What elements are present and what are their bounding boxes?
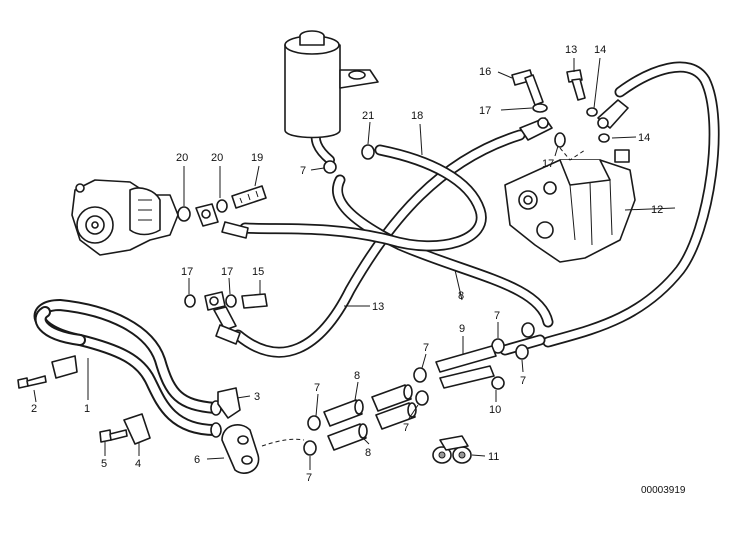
hose-13 [232, 129, 526, 358]
callout-7-reservoir: 7 [300, 165, 306, 177]
callout-12: 12 [651, 204, 663, 216]
callout-15: 15 [252, 266, 264, 278]
callout-labels: 1 2 3 4 5 6 7 7 7 7 7 7 7 7 8 8 8 9 10 1… [31, 44, 663, 484]
document-number: 00003919 [641, 485, 686, 496]
callout-7-lower-left-bottom: 7 [306, 472, 312, 484]
callout-17-pump-right: 17 [221, 266, 233, 278]
callout-17-pump-left: 17 [181, 266, 193, 278]
callout-17-gear: 17 [542, 158, 554, 170]
callout-3: 3 [254, 391, 260, 403]
clamp-11 [432, 435, 472, 464]
callout-7-middle-top: 7 [423, 342, 429, 354]
callout-7-middle-bottom: 7 [403, 422, 409, 434]
callout-19: 19 [251, 152, 263, 164]
brackets [17, 355, 241, 445]
callout-5: 5 [101, 458, 107, 470]
callout-13-top: 13 [565, 44, 577, 56]
callout-6: 6 [194, 454, 200, 466]
reservoir [284, 30, 379, 139]
callout-13-hose: 13 [372, 301, 384, 313]
connector-6 [221, 424, 260, 474]
callout-2: 2 [31, 403, 37, 415]
power-steering-pump [71, 179, 179, 256]
callout-8-bottom: 8 [365, 447, 371, 459]
callout-10: 10 [489, 404, 501, 416]
hoses [232, 61, 720, 358]
callout-14-top: 14 [594, 44, 606, 56]
fittings-top-right [511, 69, 629, 148]
callout-18: 18 [411, 110, 423, 122]
callout-4: 4 [135, 458, 141, 470]
cooler-pipe-1 [33, 299, 222, 438]
callout-20-left: 20 [176, 152, 188, 164]
hose-pieces-9 [435, 345, 497, 389]
callout-14-right: 14 [638, 132, 650, 144]
hose-18 [239, 144, 487, 252]
callout-7-right-top: 7 [494, 310, 500, 322]
callout-1: 1 [84, 403, 90, 415]
callout-7-right-bottom: 7 [520, 375, 526, 387]
callout-9: 9 [459, 323, 465, 335]
callout-11: 11 [488, 451, 499, 463]
hose-pieces-8 [323, 384, 417, 451]
callout-21: 21 [362, 110, 374, 122]
hose-clamps [303, 144, 535, 456]
callout-16-top: 16 [479, 66, 491, 78]
callout-20-right: 20 [211, 152, 223, 164]
fittings-pump [177, 185, 268, 345]
callout-17-top: 17 [479, 105, 491, 117]
callout-8-top: 8 [354, 370, 360, 382]
leader-lines [33, 57, 676, 470]
callout-7-lower-left-top: 7 [314, 382, 320, 394]
hose-12 [542, 61, 720, 348]
callout-8-hose: 8 [458, 290, 464, 302]
steering-gear [504, 149, 636, 263]
